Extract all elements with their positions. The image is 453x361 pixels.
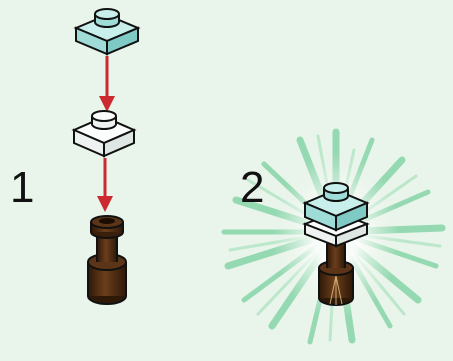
brown-pole-piece-icon [87,215,127,305]
down-arrow-icon [97,158,113,212]
trans-clear-plate-icon [71,110,137,158]
trans-light-blue-plate-icon [73,8,141,56]
step-number-2: 2 [240,163,265,212]
trans-light-blue-plate-icon [302,182,370,232]
brown-pole-piece-icon [318,240,354,306]
step-number-1: 1 [10,163,35,212]
down-arrow-icon [99,56,115,112]
